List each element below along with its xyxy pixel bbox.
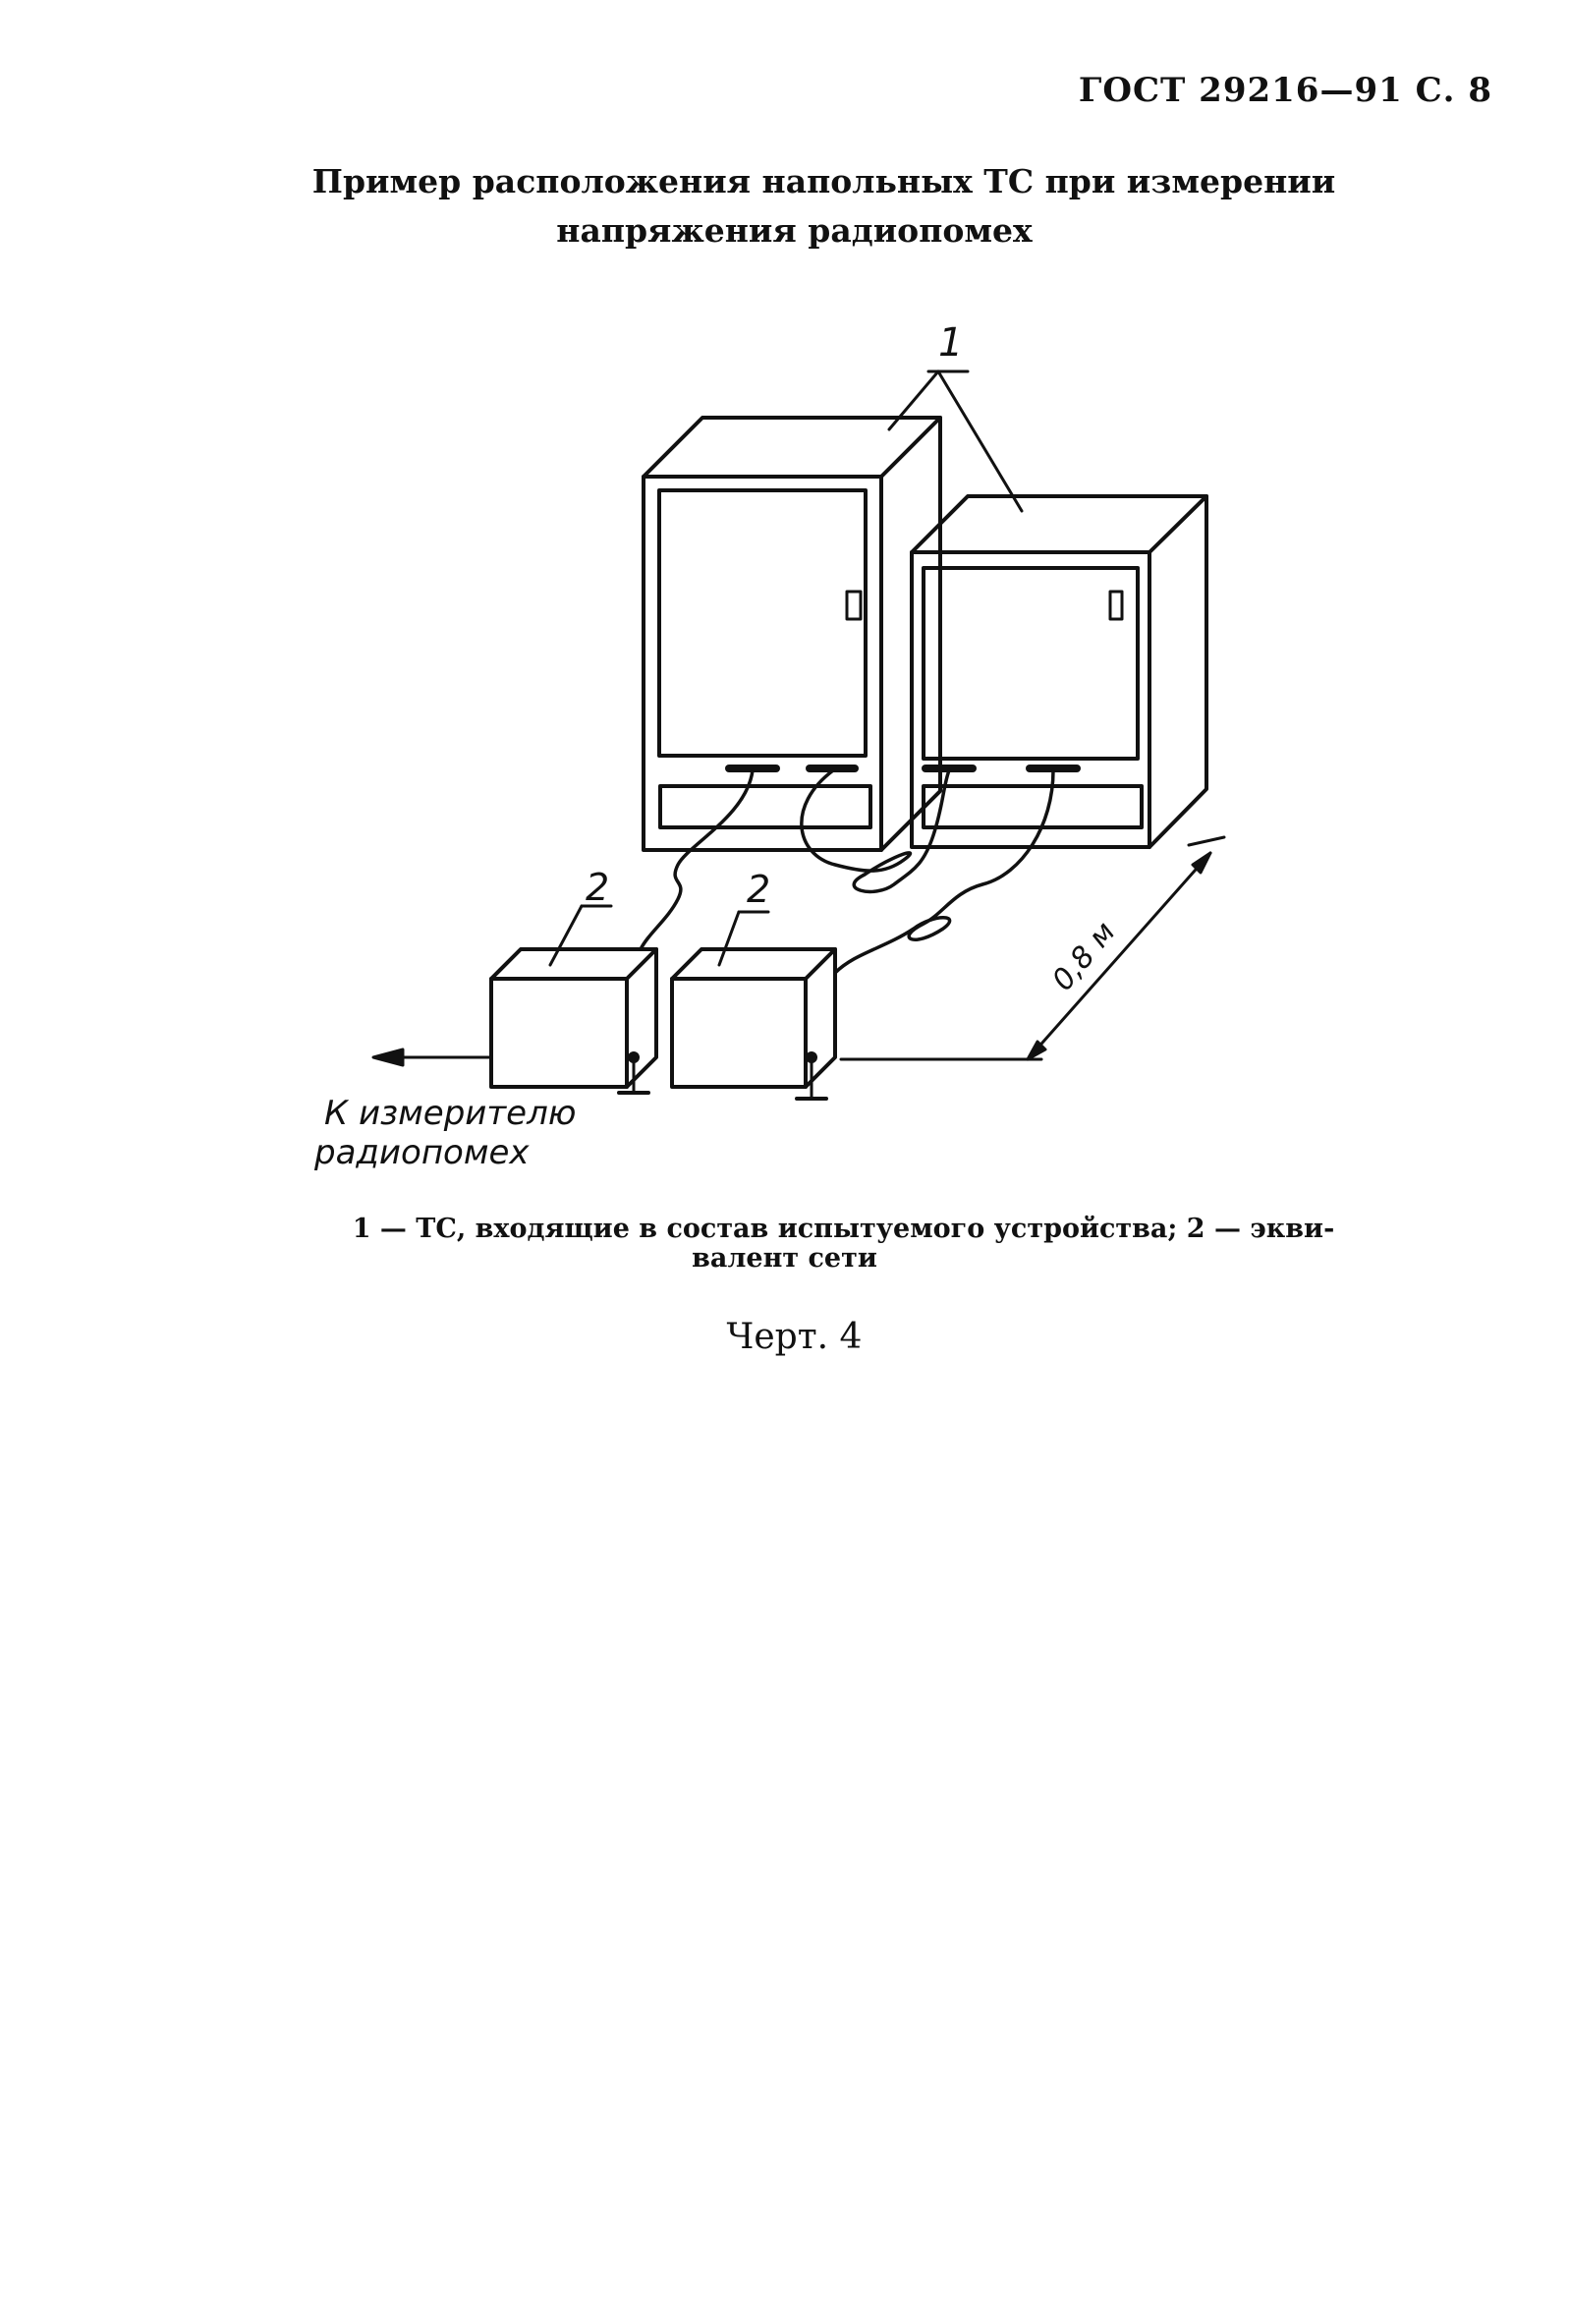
label-2-leaders	[548, 904, 770, 967]
figure-title-line-2: напряжения радиопомех	[556, 211, 1033, 250]
arrow-label-line-2: радиопомех	[313, 1133, 530, 1172]
distance-label: 0,8 м	[1045, 915, 1122, 997]
figure-legend-line-1: 1 — ТС, входящие в состав испытуемого ус…	[352, 1214, 1335, 1244]
mains-equivalent-box-right	[670, 947, 837, 1101]
distance-dimension	[839, 835, 1226, 1061]
power-cables	[639, 768, 1055, 975]
figure-legend: 1 — ТС, входящие в состав испытуемого ус…	[0, 1215, 1569, 1274]
floor-equipment-layout-diagram: 1 2 2 0,8 м	[313, 320, 1226, 1172]
mains-equivalent-box-left	[489, 947, 658, 1095]
label-2-left: 2	[586, 866, 609, 909]
right-cabinet	[910, 494, 1208, 849]
arrow-to-receiver	[371, 1048, 493, 1067]
figure-number-text: Черт. 4	[726, 1317, 863, 1357]
arrow-label-line-1: К измерителю	[324, 1094, 576, 1133]
figure-title-line-1: Пример расположения напольных ТС при изм…	[311, 162, 1336, 200]
left-cabinet-handle-icon	[845, 590, 863, 621]
figure-number: Черт. 4	[0, 1317, 1569, 1357]
label-2-right: 2	[747, 868, 770, 911]
right-cabinet-handle-icon	[1108, 590, 1124, 621]
figure-legend-line-2: валент сети	[692, 1243, 877, 1274]
left-cabinet	[642, 416, 942, 852]
label-1: 1	[938, 320, 963, 366]
label-1-leaders	[887, 369, 1024, 513]
figure-title: Пример расположения напольных ТС при изм…	[0, 157, 1569, 255]
page-header-gost-ref: ГОСТ 29216—91 С. 8	[1078, 71, 1492, 110]
